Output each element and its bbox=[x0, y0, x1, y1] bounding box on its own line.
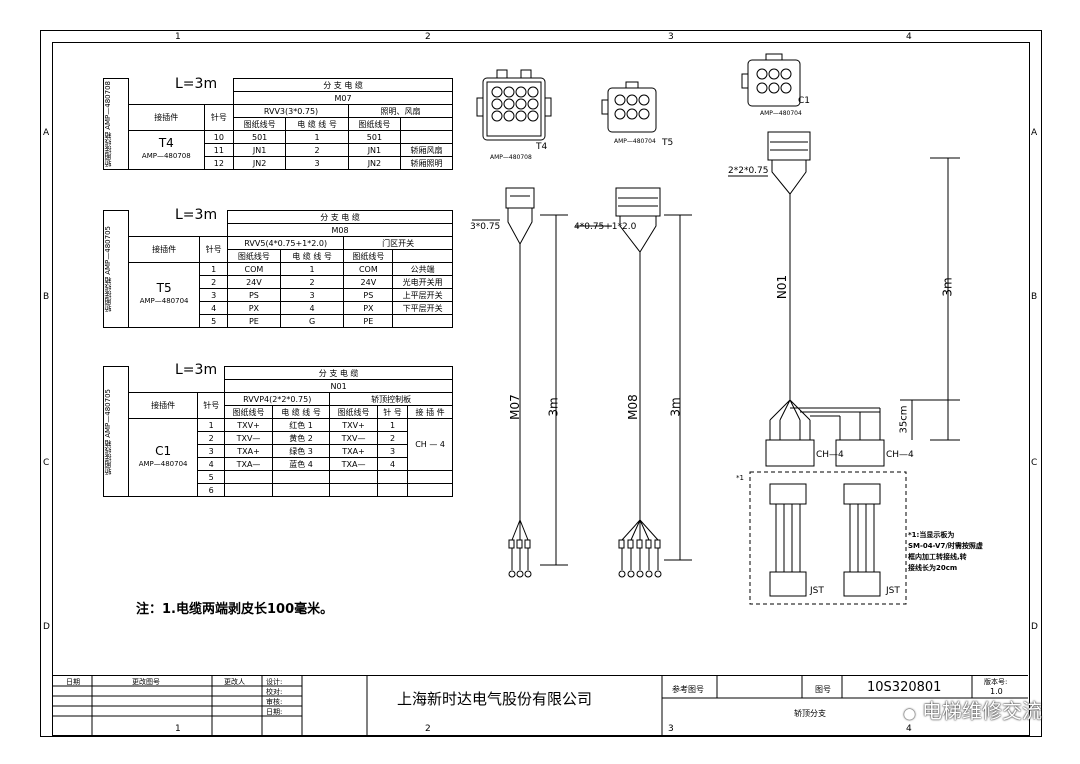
label-ch4-right: CH—4 bbox=[886, 450, 914, 460]
table1-cell: 12 bbox=[203, 156, 235, 170]
label-t4: T4 bbox=[536, 142, 548, 152]
table2-cell: PS bbox=[343, 288, 394, 302]
table3-cell: 1 bbox=[197, 418, 226, 432]
table1-cell: JN2 bbox=[233, 156, 287, 170]
label-t5: T5 bbox=[662, 138, 674, 148]
zone-top-1: 1 bbox=[175, 32, 181, 42]
tb-changer: 更改人 bbox=[224, 678, 245, 686]
tb-date2: 日期: bbox=[266, 708, 283, 716]
adapter-note-line: 接线长为20cm bbox=[908, 564, 958, 572]
table3-hdr-conn: 接插件 bbox=[127, 392, 199, 419]
zone-left-b: B bbox=[43, 292, 50, 302]
zone-right-b: B bbox=[1031, 292, 1038, 302]
label-cable-m07: M07 bbox=[507, 394, 522, 420]
label-c1-part: AMP—480704 bbox=[760, 110, 802, 117]
title-block: 日期 更改图号 更改人 设计: 校对: 审核: 日期: 上海新时达电气股份有限公… bbox=[52, 675, 1028, 735]
table2-length: L=3m bbox=[175, 207, 218, 223]
zone-right-d: D bbox=[1031, 622, 1038, 632]
zone-left-d: D bbox=[43, 622, 50, 632]
table1-cell: JN2 bbox=[347, 156, 401, 170]
drawing-inner-frame bbox=[52, 42, 1030, 736]
label-wire-n01: 2*2*0.75 bbox=[728, 166, 769, 176]
zone-right-a: A bbox=[1031, 128, 1038, 138]
table2-conn-name: T5 bbox=[156, 281, 172, 295]
tb-date: 日期 bbox=[66, 678, 80, 686]
stripping-note: 注：1.电缆两端剥皮长100毫米。 bbox=[136, 602, 334, 617]
label-t5-part: AMP—480704 bbox=[614, 138, 656, 145]
table1-cell: 轿厢照明 bbox=[399, 156, 454, 170]
connector-c1-icon bbox=[741, 53, 801, 107]
tb-company: 上海新时达电气股份有限公司 bbox=[397, 690, 593, 708]
table3-cell: 2 bbox=[376, 431, 409, 445]
table3-conn-part: AMP—480704 bbox=[138, 459, 188, 468]
label-t4-part: AMP—480708 bbox=[490, 154, 532, 161]
wechat-icon: ● bbox=[903, 706, 916, 722]
label-jst-right: JST bbox=[886, 586, 900, 596]
label-ch4-left: CH—4 bbox=[816, 450, 844, 460]
tb-ref: 参考图号 bbox=[672, 685, 704, 694]
zone-top-3: 3 bbox=[668, 32, 674, 42]
tb-fig-no: 10S320801 bbox=[867, 680, 942, 695]
table2-cell: PE bbox=[227, 314, 281, 328]
tb-review: 审核: bbox=[266, 698, 283, 706]
table-m08: 轿厢接线箱 AMP—480705 分 支 电 缆 M08 接插件 针号 RVV5… bbox=[103, 210, 453, 328]
zone-bottom-2: 2 bbox=[425, 724, 431, 734]
zone-bottom-4: 4 bbox=[906, 724, 912, 734]
zone-bottom-1: 1 bbox=[175, 724, 181, 734]
table-m07: 轿厢接线箱 AMP—480708 分 支 电 缆 M07 接插件 针号 RVV3… bbox=[103, 78, 454, 170]
table3-hdr-pin: 针号 bbox=[197, 392, 226, 419]
table2-cell: G bbox=[279, 314, 345, 328]
adapter-note-line: 框内加工转接线,转 bbox=[908, 553, 967, 561]
label-cable-n01: N01 bbox=[775, 274, 790, 300]
table1-conn-name: T4 bbox=[158, 136, 174, 150]
label-len-m08: 3m bbox=[668, 397, 683, 417]
watermark-text: 电梯维修交流 bbox=[922, 699, 1042, 723]
label-jst-left: JST bbox=[810, 586, 824, 596]
zone-top-4: 4 bbox=[906, 32, 912, 42]
zone-top-2: 2 bbox=[425, 32, 431, 42]
table-n01: 轿厢接线箱 AMP—480705 分 支 电 缆 N01 接插件 针号 RVVP… bbox=[103, 366, 453, 497]
table3-ch4: CH — 4 bbox=[407, 418, 453, 471]
connector-t5-icon bbox=[601, 81, 657, 133]
tb-version: 1.0 bbox=[990, 687, 1003, 696]
zone-bottom-3: 3 bbox=[668, 724, 674, 734]
label-c1: C1 bbox=[798, 96, 811, 106]
label-cable-m08: M08 bbox=[625, 394, 640, 420]
adapter-note: *1:当显示板为 SM-04-V7/时需按照虚 框内加工转接线,转 接线长为20… bbox=[908, 530, 983, 574]
adapter-note-line: SM-04-V7/时需按照虚 bbox=[908, 542, 983, 550]
cable-m08 bbox=[575, 187, 692, 578]
table3-conn-name: C1 bbox=[155, 443, 172, 458]
drawing-outer-frame bbox=[40, 30, 1042, 737]
label-star: *1 bbox=[736, 474, 744, 482]
table2-conn-part: AMP—480704 bbox=[139, 297, 189, 305]
tb-change-no: 更改图号 bbox=[132, 678, 160, 686]
label-len-n01: 3m bbox=[940, 277, 955, 297]
tb-name: 轿顶分支 bbox=[794, 709, 826, 718]
tb-check: 校对: bbox=[266, 688, 283, 696]
adapter-note-line: *1:当显示板为 bbox=[908, 531, 955, 539]
table2-cell: PE bbox=[343, 314, 394, 328]
label-wire-m07: 3*0.75 bbox=[470, 222, 501, 232]
label-len-35cm: 35cm bbox=[898, 405, 910, 434]
label-len-m07: 3m bbox=[546, 397, 561, 417]
table1-length: L=3m bbox=[175, 76, 218, 92]
zone-left-c: C bbox=[43, 458, 50, 468]
zone-right-c: C bbox=[1031, 458, 1038, 468]
connector-t4-icon bbox=[476, 69, 552, 141]
tb-fig: 图号 bbox=[815, 685, 831, 694]
table3-cell: 6 bbox=[197, 483, 226, 497]
watermark: ● 电梯维修交流 bbox=[903, 695, 1042, 724]
tb-version-label: 版本号: bbox=[984, 678, 1008, 686]
label-wire-m08: 4*0.75+1*2.0 bbox=[574, 222, 637, 232]
table3-length: L=3m bbox=[175, 362, 218, 378]
adapter-box bbox=[749, 471, 907, 605]
cable-n01 bbox=[728, 131, 960, 467]
cable-m07 bbox=[472, 187, 568, 578]
table1-conn-part: AMP—480708 bbox=[141, 152, 191, 160]
table2-cell bbox=[392, 314, 453, 328]
tb-design: 设计: bbox=[266, 678, 283, 686]
zone-left-a: A bbox=[43, 128, 50, 138]
